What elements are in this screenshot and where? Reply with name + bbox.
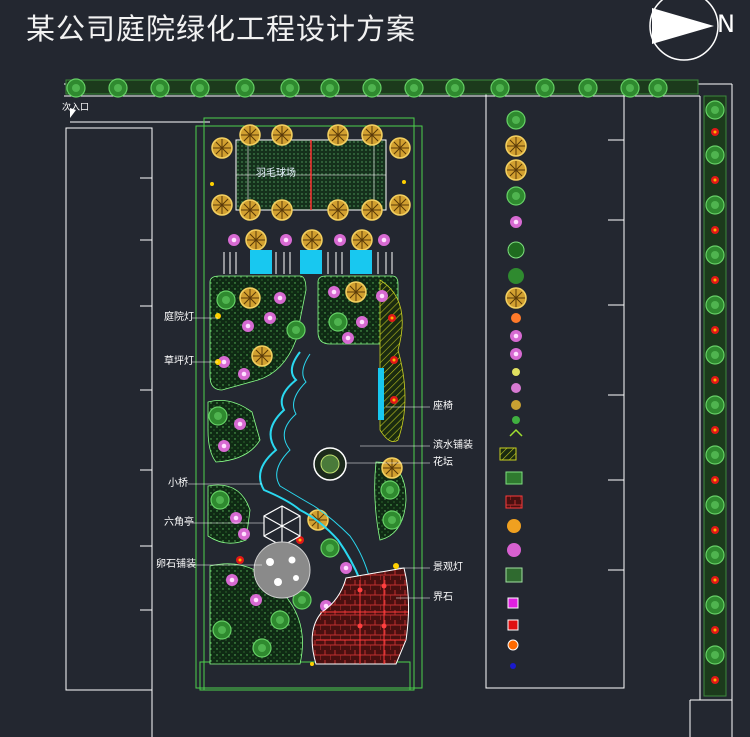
- label-courtyard-lamp: 庭院灯: [164, 312, 194, 323]
- stream: [259, 351, 362, 617]
- label-small-bridge: 小桥: [168, 478, 188, 489]
- label-seat: 座椅: [433, 401, 453, 412]
- court-label: 羽毛球场: [256, 168, 296, 179]
- flower-bed: [313, 447, 347, 481]
- label-waterside-paving: 滨水铺装: [433, 440, 473, 451]
- flower-strip: [223, 229, 393, 274]
- right-hedge-row: [703, 95, 727, 697]
- badminton-court: [211, 124, 411, 221]
- pebble-plaza: [253, 541, 311, 599]
- label-boundary-stone: 界石: [433, 592, 453, 603]
- compass-letter: N: [717, 10, 735, 38]
- stream-edge: [276, 353, 371, 581]
- seat-bench: [378, 368, 384, 420]
- label-hex-pavilion: 六角亭: [164, 517, 194, 528]
- entrance-arrow-icon: [70, 108, 76, 118]
- top-hedge-row: [65, 78, 699, 98]
- label-pebble-paving: 卵石铺装: [156, 559, 196, 570]
- label-flower-bed: 花坛: [433, 457, 453, 468]
- hexagonal-pavilion: [263, 505, 301, 547]
- label-landscape-lamp: 景观灯: [433, 562, 463, 573]
- plant-legend: [499, 110, 527, 669]
- callout-lines: [188, 317, 430, 599]
- label-lawn-lamp: 草坪灯: [164, 356, 194, 367]
- drawing-title: 某公司庭院绿化工程设计方案: [26, 12, 417, 46]
- entrance-label: 次入口: [62, 103, 90, 113]
- brick-paving-plaza: [311, 567, 410, 665]
- north-compass: [649, 0, 719, 61]
